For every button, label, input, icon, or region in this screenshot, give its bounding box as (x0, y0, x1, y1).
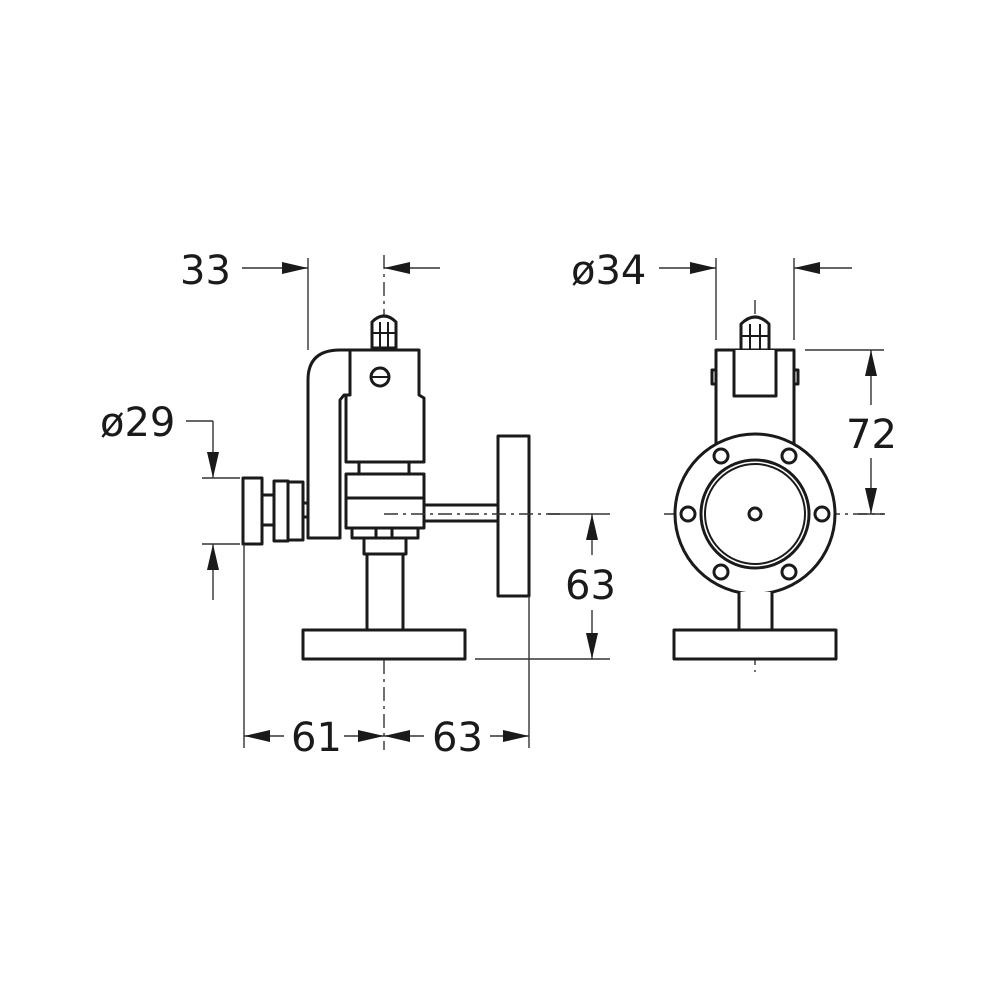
knob-outer-disc[interactable] (241, 476, 264, 546)
dim-label-diameter-29: ø29 (100, 400, 175, 446)
elbow-arm (306, 348, 352, 540)
collar (357, 460, 411, 476)
bolt-hole-icon (712, 563, 730, 581)
arrow-icon (244, 730, 270, 742)
front-leg (737, 592, 774, 632)
bolt-hole-icon (679, 505, 697, 523)
arrow-icon (207, 452, 219, 478)
front-view: ø34 72 (571, 248, 897, 672)
lower-coupling (362, 536, 408, 556)
dim-label-61: 61 (291, 715, 342, 761)
arrow-icon (586, 514, 598, 540)
upper-body (344, 348, 426, 464)
arrow-icon (207, 544, 219, 570)
arrow-icon (794, 262, 820, 274)
front-cap-nut (739, 315, 771, 352)
handle-stem (422, 503, 500, 523)
knob-ring-2 (286, 480, 305, 542)
side-lug-right (792, 368, 800, 386)
dim-label-72: 72 (846, 412, 897, 458)
side-lug-left (710, 368, 718, 386)
vertical-leg (365, 552, 405, 634)
flange-inner-bore (704, 463, 806, 565)
arrow-icon (384, 262, 410, 274)
dim-label-33: 33 (180, 248, 231, 294)
front-base-plate (672, 628, 838, 661)
side-view: 33 ø29 63 61 63 (100, 248, 616, 761)
dim-label-diameter-34: ø34 (571, 248, 646, 294)
front-slot (732, 350, 778, 398)
arrow-icon (865, 350, 877, 376)
dim-label-63-vertical: 63 (565, 563, 616, 609)
arrow-icon (384, 730, 410, 742)
mid-block-upper (344, 472, 426, 500)
base-plate (301, 628, 467, 661)
knob-ring-1 (272, 479, 290, 543)
coupling-notch (374, 526, 394, 540)
arrow-icon (358, 730, 384, 742)
bolt-hole-icon (813, 505, 831, 523)
arrow-icon (282, 262, 308, 274)
knob-neck (260, 493, 276, 527)
bolt-hole-icon (780, 563, 798, 581)
dim-label-63-horizontal: 63 (432, 715, 483, 761)
arrow-icon (690, 262, 716, 274)
bolt-hole-icon (780, 447, 798, 465)
center-hole (747, 506, 763, 522)
arrow-icon (503, 730, 529, 742)
knob-pin (301, 501, 310, 519)
handle-plate[interactable] (496, 434, 531, 598)
mid-block-lower (344, 496, 426, 530)
arrow-icon (865, 488, 877, 514)
arrow-icon (586, 633, 598, 659)
bolt-hole-icon (712, 447, 730, 465)
